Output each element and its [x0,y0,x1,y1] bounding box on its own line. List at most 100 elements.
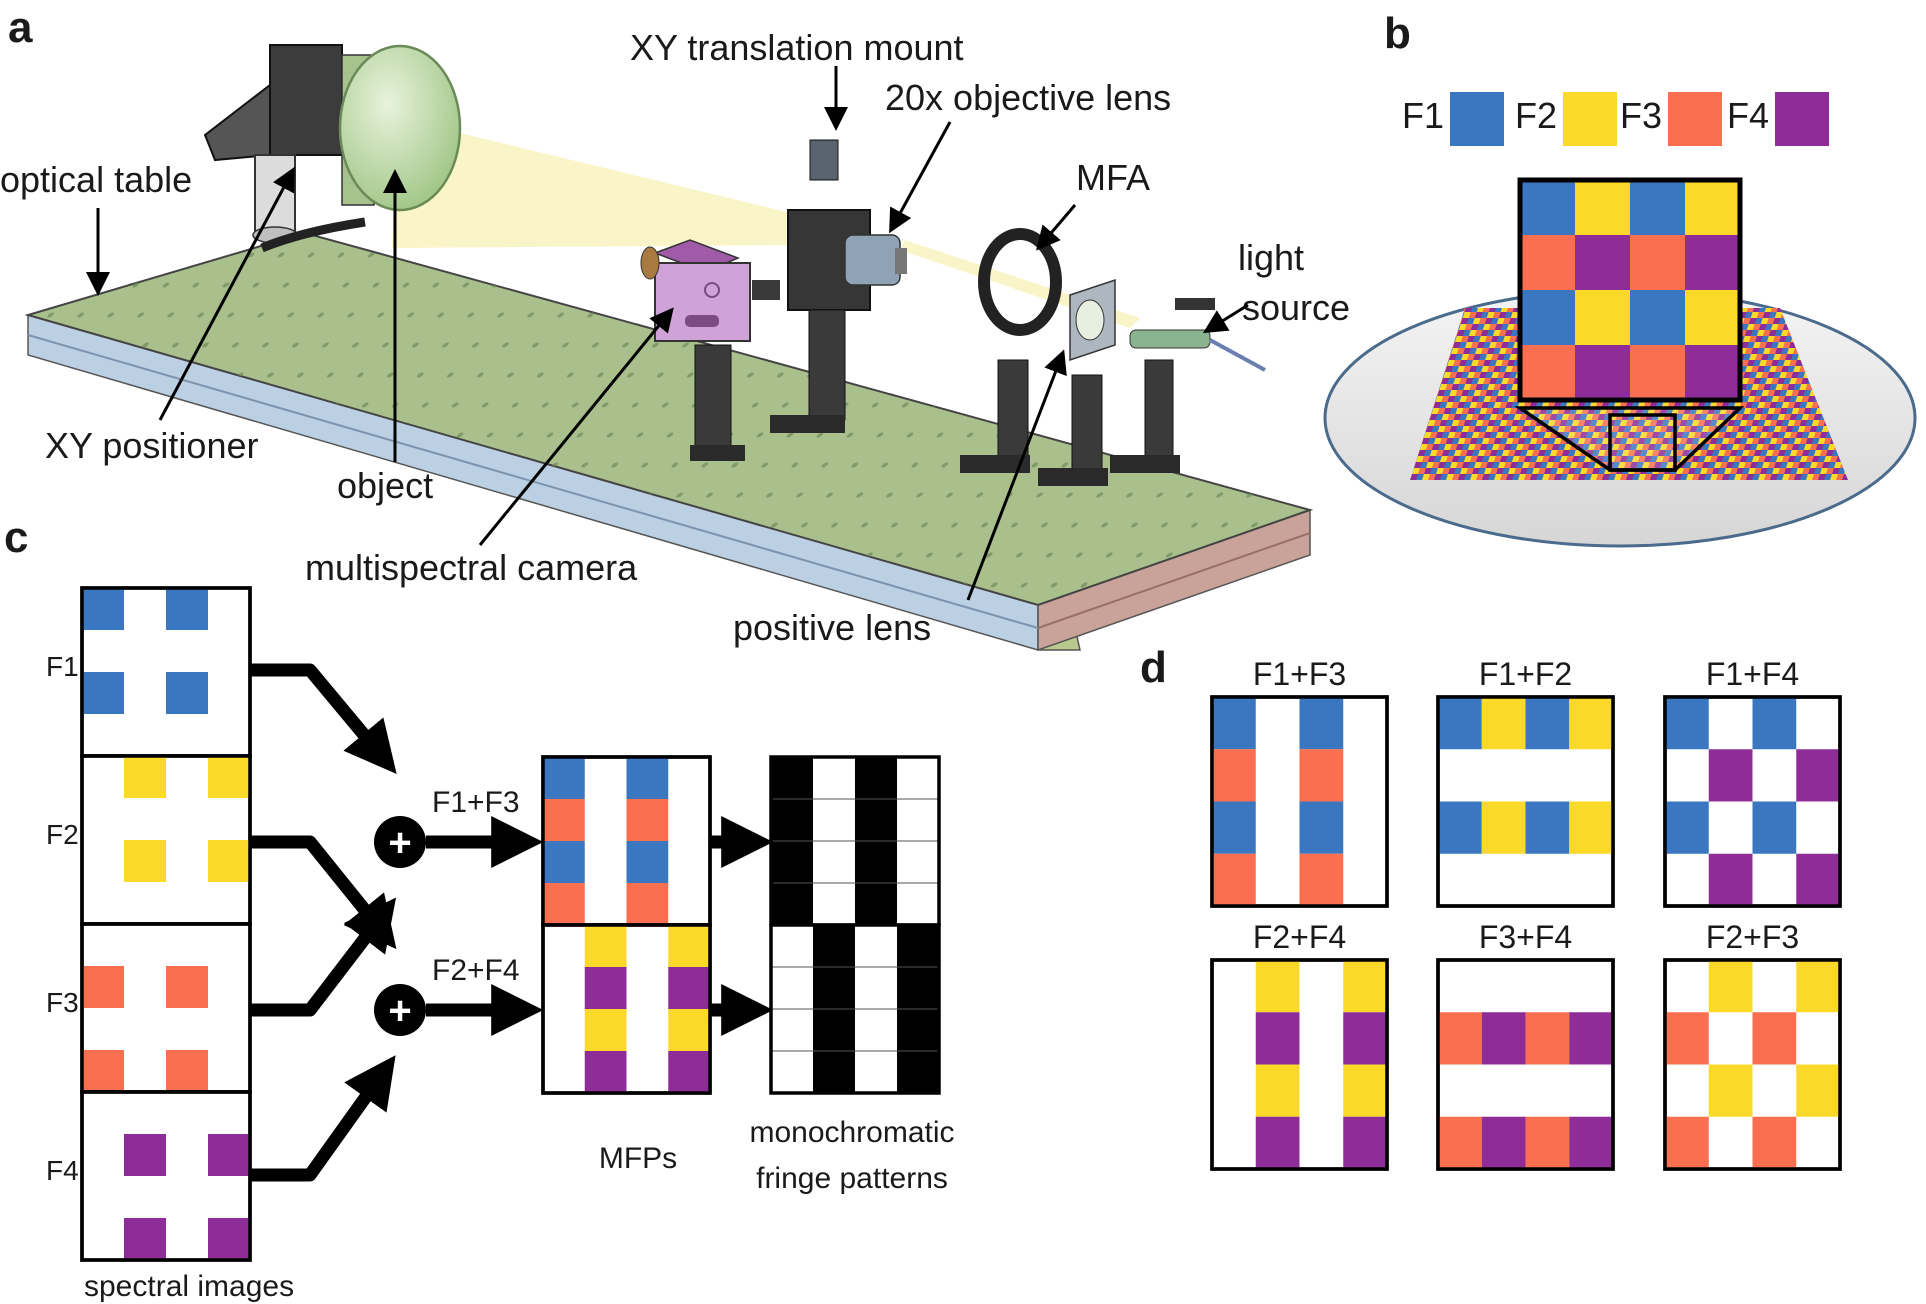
combo-f2-f4-cell [1255,1064,1300,1117]
spectral-image-f4-cell [124,1218,166,1260]
mosaic-cell [1630,290,1685,345]
spectral-image-f2-cell [124,756,166,798]
combo-f2-f3-cell [1665,1012,1709,1065]
mfp-f1-f3-cell [543,883,585,925]
spectral-image-f3-cell [82,966,124,1008]
combo-f1-f2 [1436,695,1615,908]
mono-f2-f4-border [769,923,941,1095]
spectral-image-f3-cell [166,1050,208,1092]
combo-f2-f3-title: F2+F3 [1706,919,1799,955]
combo-f2-f4-cell [1343,960,1387,1013]
legend-label-f3: F3 [1620,95,1662,136]
plus-sign-2: + [388,989,411,1033]
spectral-image-f2-cell [124,840,166,882]
legend-swatch-f1 [1450,92,1504,146]
combo-f1-f4-cell [1708,749,1753,802]
combo-f2-f4-cell [1343,1064,1387,1117]
combo-f3-f4-border [1436,958,1615,1171]
combo-f1-f3-cell [1212,749,1256,802]
spectral-label-f1: F1 [46,651,79,682]
legend-label-f1: F1 [1402,95,1444,136]
mono-f2-f4 [769,923,941,1095]
label-light: light [1238,237,1304,278]
combo-f2-f3-cell [1796,960,1840,1013]
combo-f2-f3-border [1663,958,1842,1171]
mosaic-cell [1685,235,1740,290]
combo-f2-f3-cell [1665,1116,1709,1169]
label-source: source [1242,287,1350,328]
light-source-illustration [1110,298,1266,473]
panel-letter-b: b [1384,9,1411,58]
flow-arrows [250,663,774,1182]
combo-f1-f2-cell [1569,801,1613,854]
combo-f1-f2-cell [1438,697,1482,750]
mosaic-cell [1630,180,1685,235]
combo-f3-f4-cell [1569,1116,1613,1169]
combo-f3-f4-cell [1525,1012,1570,1065]
mfp-f2-f4-cell [584,925,627,967]
mosaic-cell [1685,290,1740,345]
mono-f1-f3 [769,755,941,927]
legend-swatch-f3 [1668,92,1722,146]
combo-f1-f2-cell [1525,697,1570,750]
spectral-label-f4: F4 [46,1155,79,1186]
camera-illustration [640,239,780,461]
mfp-f2-f4-cell [584,1051,627,1093]
mosaic-cell [1630,345,1685,400]
mosaic-cell [1520,345,1575,400]
mfp-f1-f3-cell [543,841,585,883]
mosaic-cell [1575,345,1630,400]
combo-f1-f2-cell [1481,697,1526,750]
combo-f3-f4-cell [1481,1012,1526,1065]
combo-f1-f4-cell [1752,697,1797,750]
mfp-stack [541,755,712,1095]
spectral-image-f4-cell [208,1134,250,1176]
combo-f1-f2-cell [1525,801,1570,854]
caption-mfps: MFPs [599,1142,677,1175]
mfp-f1-f3-cell [543,757,585,799]
plus-operator-2: + [374,984,426,1036]
light-beam [392,118,820,248]
combo-f1-f4-cell [1665,801,1709,854]
spectral-image-f2-cell [208,840,250,882]
mfp-f1-f3-cell [626,841,669,883]
spectral-image-f4 [80,1090,252,1262]
mosaic-cell [1575,235,1630,290]
mfp-f2-f4-cell [668,925,710,967]
caption-spectral: spectral images [84,1270,294,1303]
combo-f2-f4 [1210,958,1389,1171]
legend-label-f2: F2 [1515,95,1557,136]
mfp-f2-f4-cell [668,1009,710,1051]
spectral-image-f1-cell [166,588,208,630]
combo-f2-f4-border [1210,958,1389,1171]
combo-f2-f4-cell [1255,960,1300,1013]
combo-f2-f3 [1663,958,1842,1171]
mosaic-cell [1575,180,1630,235]
mosaic-cell [1630,235,1685,290]
spectral-image-f3-cell [166,966,208,1008]
mosaic-cell [1520,235,1575,290]
combo-f1-f2-cell [1481,801,1526,854]
combo-f1-f3-cell [1299,697,1344,750]
spectral-image-f1-cell [82,588,124,630]
mosaic-frame [1517,177,1743,403]
combo-f3-f4-cell [1481,1116,1526,1169]
combo-f1-f4 [1663,695,1842,908]
plus-sign-1: + [388,821,411,865]
combo-f1-f2-title: F1+F2 [1479,656,1572,692]
combo-f1-f4-cell [1796,749,1840,802]
spectral-label-f2: F2 [46,819,79,850]
panel-letter-a: a [8,3,33,52]
combo-f1-f3-cell [1299,749,1344,802]
combo-f3-f4-cell [1438,1116,1482,1169]
mfp-f1-f3-cell [626,757,669,799]
combo-f3-f4-title: F3+F4 [1479,919,1572,955]
mosaic-cell [1520,180,1575,235]
combo-f2-f3-cell [1752,1116,1797,1169]
spectral-image-f1-cell [166,672,208,714]
combo-f1-f4-cell [1665,697,1709,750]
